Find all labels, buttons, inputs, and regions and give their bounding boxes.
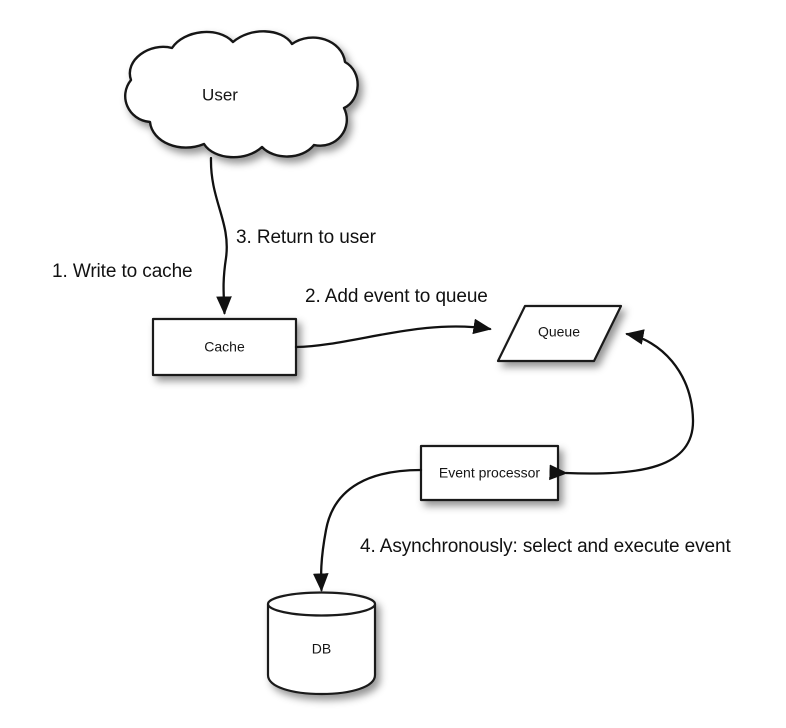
node-cache-label: Cache: [204, 339, 245, 355]
node-queue-label: Queue: [538, 324, 580, 340]
node-db-label: DB: [312, 641, 331, 657]
node-cache[interactable]: Cache: [151, 317, 298, 377]
node-user-label: User: [202, 85, 238, 104]
edge-label-step-4: 4. Asynchronously: select and execute ev…: [360, 536, 731, 557]
edge-queue-eventprocessor-loop: [549, 329, 695, 481]
edge-cache-to-queue: [294, 318, 492, 349]
node-queue[interactable]: Queue: [496, 304, 623, 363]
edge-user-to-cache: [209, 156, 232, 315]
node-db[interactable]: DB: [266, 591, 377, 696]
node-event-processor[interactable]: Event processor: [419, 444, 560, 502]
edge-label-step-2: 2. Add event to queue: [305, 286, 488, 307]
node-user[interactable]: User: [124, 30, 359, 159]
edge-label-step-3: 3. Return to user: [236, 227, 376, 248]
edge-label-step-1: 1. Write to cache: [52, 261, 193, 282]
edge-eventprocessor-to-db: [312, 468, 423, 592]
node-event-processor-label: Event processor: [439, 465, 540, 481]
